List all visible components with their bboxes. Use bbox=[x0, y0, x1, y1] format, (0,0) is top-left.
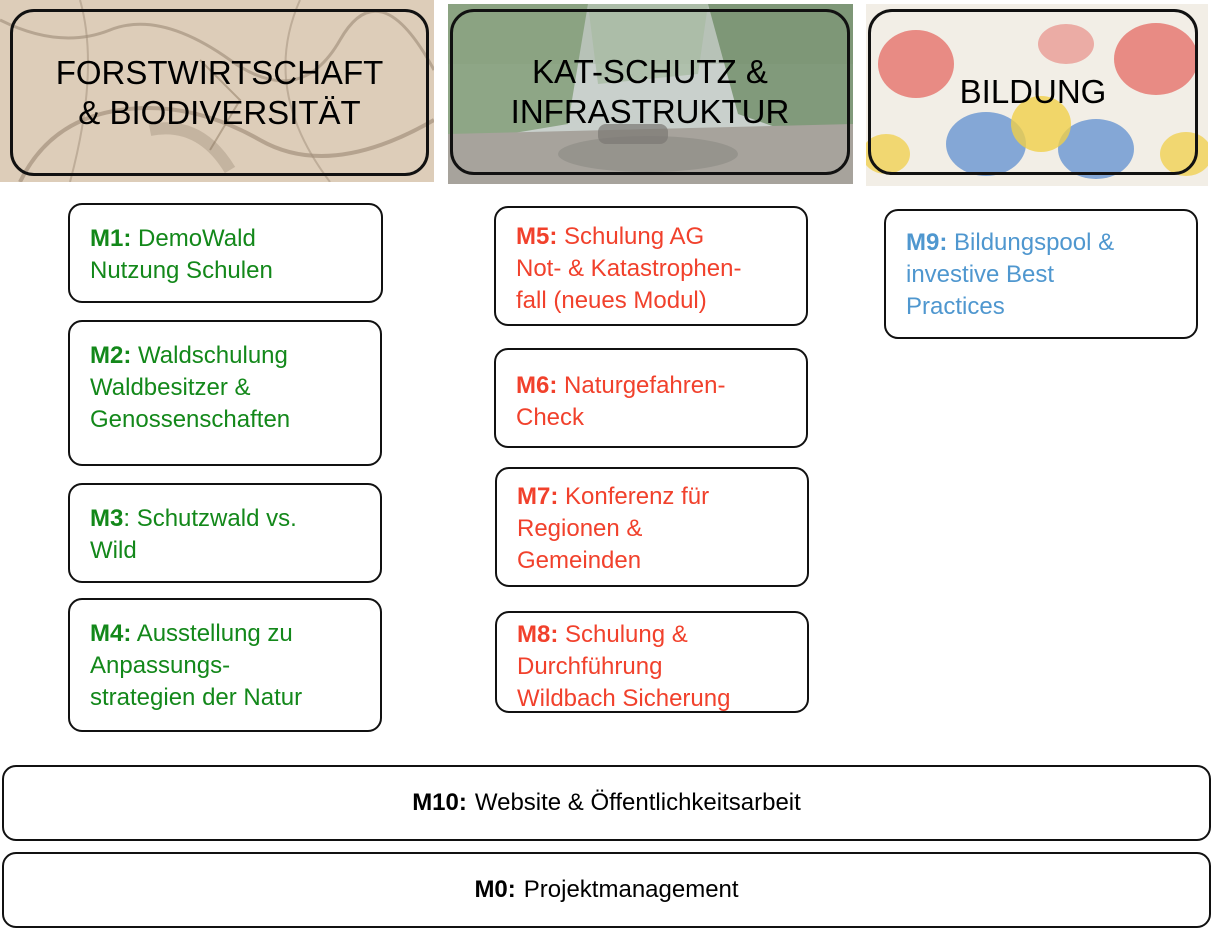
module-text: Waldschulung Waldbesitzer & Genossenscha… bbox=[90, 342, 291, 433]
module-text: Website & Öffentlichkeitsarbeit bbox=[474, 789, 801, 816]
katschutz-header-image bbox=[448, 4, 853, 184]
module-code: M10: bbox=[412, 789, 467, 816]
forstwirtschaft-header-image bbox=[0, 0, 434, 182]
module-text: Schutzwald vs. Wild bbox=[90, 505, 297, 564]
module-text: Naturgefahren- Check bbox=[516, 372, 726, 431]
module-text: DemoWald Nutzung Schulen bbox=[90, 225, 273, 284]
module-code: M8: bbox=[517, 621, 559, 648]
module-code-separator: : bbox=[123, 505, 131, 532]
module-m10: M10: Website & Öffentlichkeitsarbeit bbox=[2, 765, 1211, 841]
module-m0: M0: Projektmanagement bbox=[2, 852, 1211, 928]
module-m1: M1: DemoWald Nutzung Schulen bbox=[68, 203, 383, 303]
module-m3: M3: Schutzwald vs. Wild bbox=[68, 483, 382, 583]
module-code: M4: bbox=[90, 620, 132, 647]
module-code: M5: bbox=[516, 223, 558, 250]
module-m5: M5: Schulung AG Not- & Katastrophen- fal… bbox=[494, 206, 808, 326]
module-m6: M6: Naturgefahren- Check bbox=[494, 348, 808, 448]
bildung-header-image bbox=[866, 4, 1208, 186]
module-text: Ausstellung zu Anpassungs- strategien de… bbox=[90, 620, 303, 711]
module-code: M0: bbox=[474, 876, 516, 903]
header-bildung: BILDUNG bbox=[868, 9, 1198, 175]
module-code: M1: bbox=[90, 225, 132, 252]
module-m4: M4: Ausstellung zu Anpassungs- strategie… bbox=[68, 598, 382, 732]
module-m2: M2: Waldschulung Waldbesitzer & Genossen… bbox=[68, 320, 382, 466]
module-text: Konferenz für Regionen & Gemeinden bbox=[517, 483, 710, 574]
module-code: M6: bbox=[516, 372, 558, 399]
module-m8: M8: Schulung & Durchführung Wildbach Sic… bbox=[495, 611, 809, 713]
module-text: Schulung & Durchführung Wildbach Sicheru… bbox=[517, 621, 731, 712]
module-text: Bildungspool & investive Best Practices bbox=[906, 229, 1115, 320]
module-code: M7: bbox=[517, 483, 559, 510]
module-code: M2: bbox=[90, 342, 132, 369]
header-forstwirtschaft: FORSTWIRTSCHAFT & BIODIVERSITÄT bbox=[10, 9, 429, 176]
module-text: Schulung AG Not- & Katastrophen- fall (n… bbox=[516, 223, 742, 314]
module-code: M3 bbox=[90, 505, 124, 532]
module-m9: M9: Bildungspool & investive Best Practi… bbox=[884, 209, 1198, 339]
module-m7: M7: Konferenz für Regionen & Gemeinden bbox=[495, 467, 809, 587]
module-text: Projektmanagement bbox=[523, 876, 739, 903]
module-code: M9: bbox=[906, 229, 948, 256]
header-katschutz: KAT-SCHUTZ & INFRASTRUKTUR bbox=[450, 9, 850, 175]
